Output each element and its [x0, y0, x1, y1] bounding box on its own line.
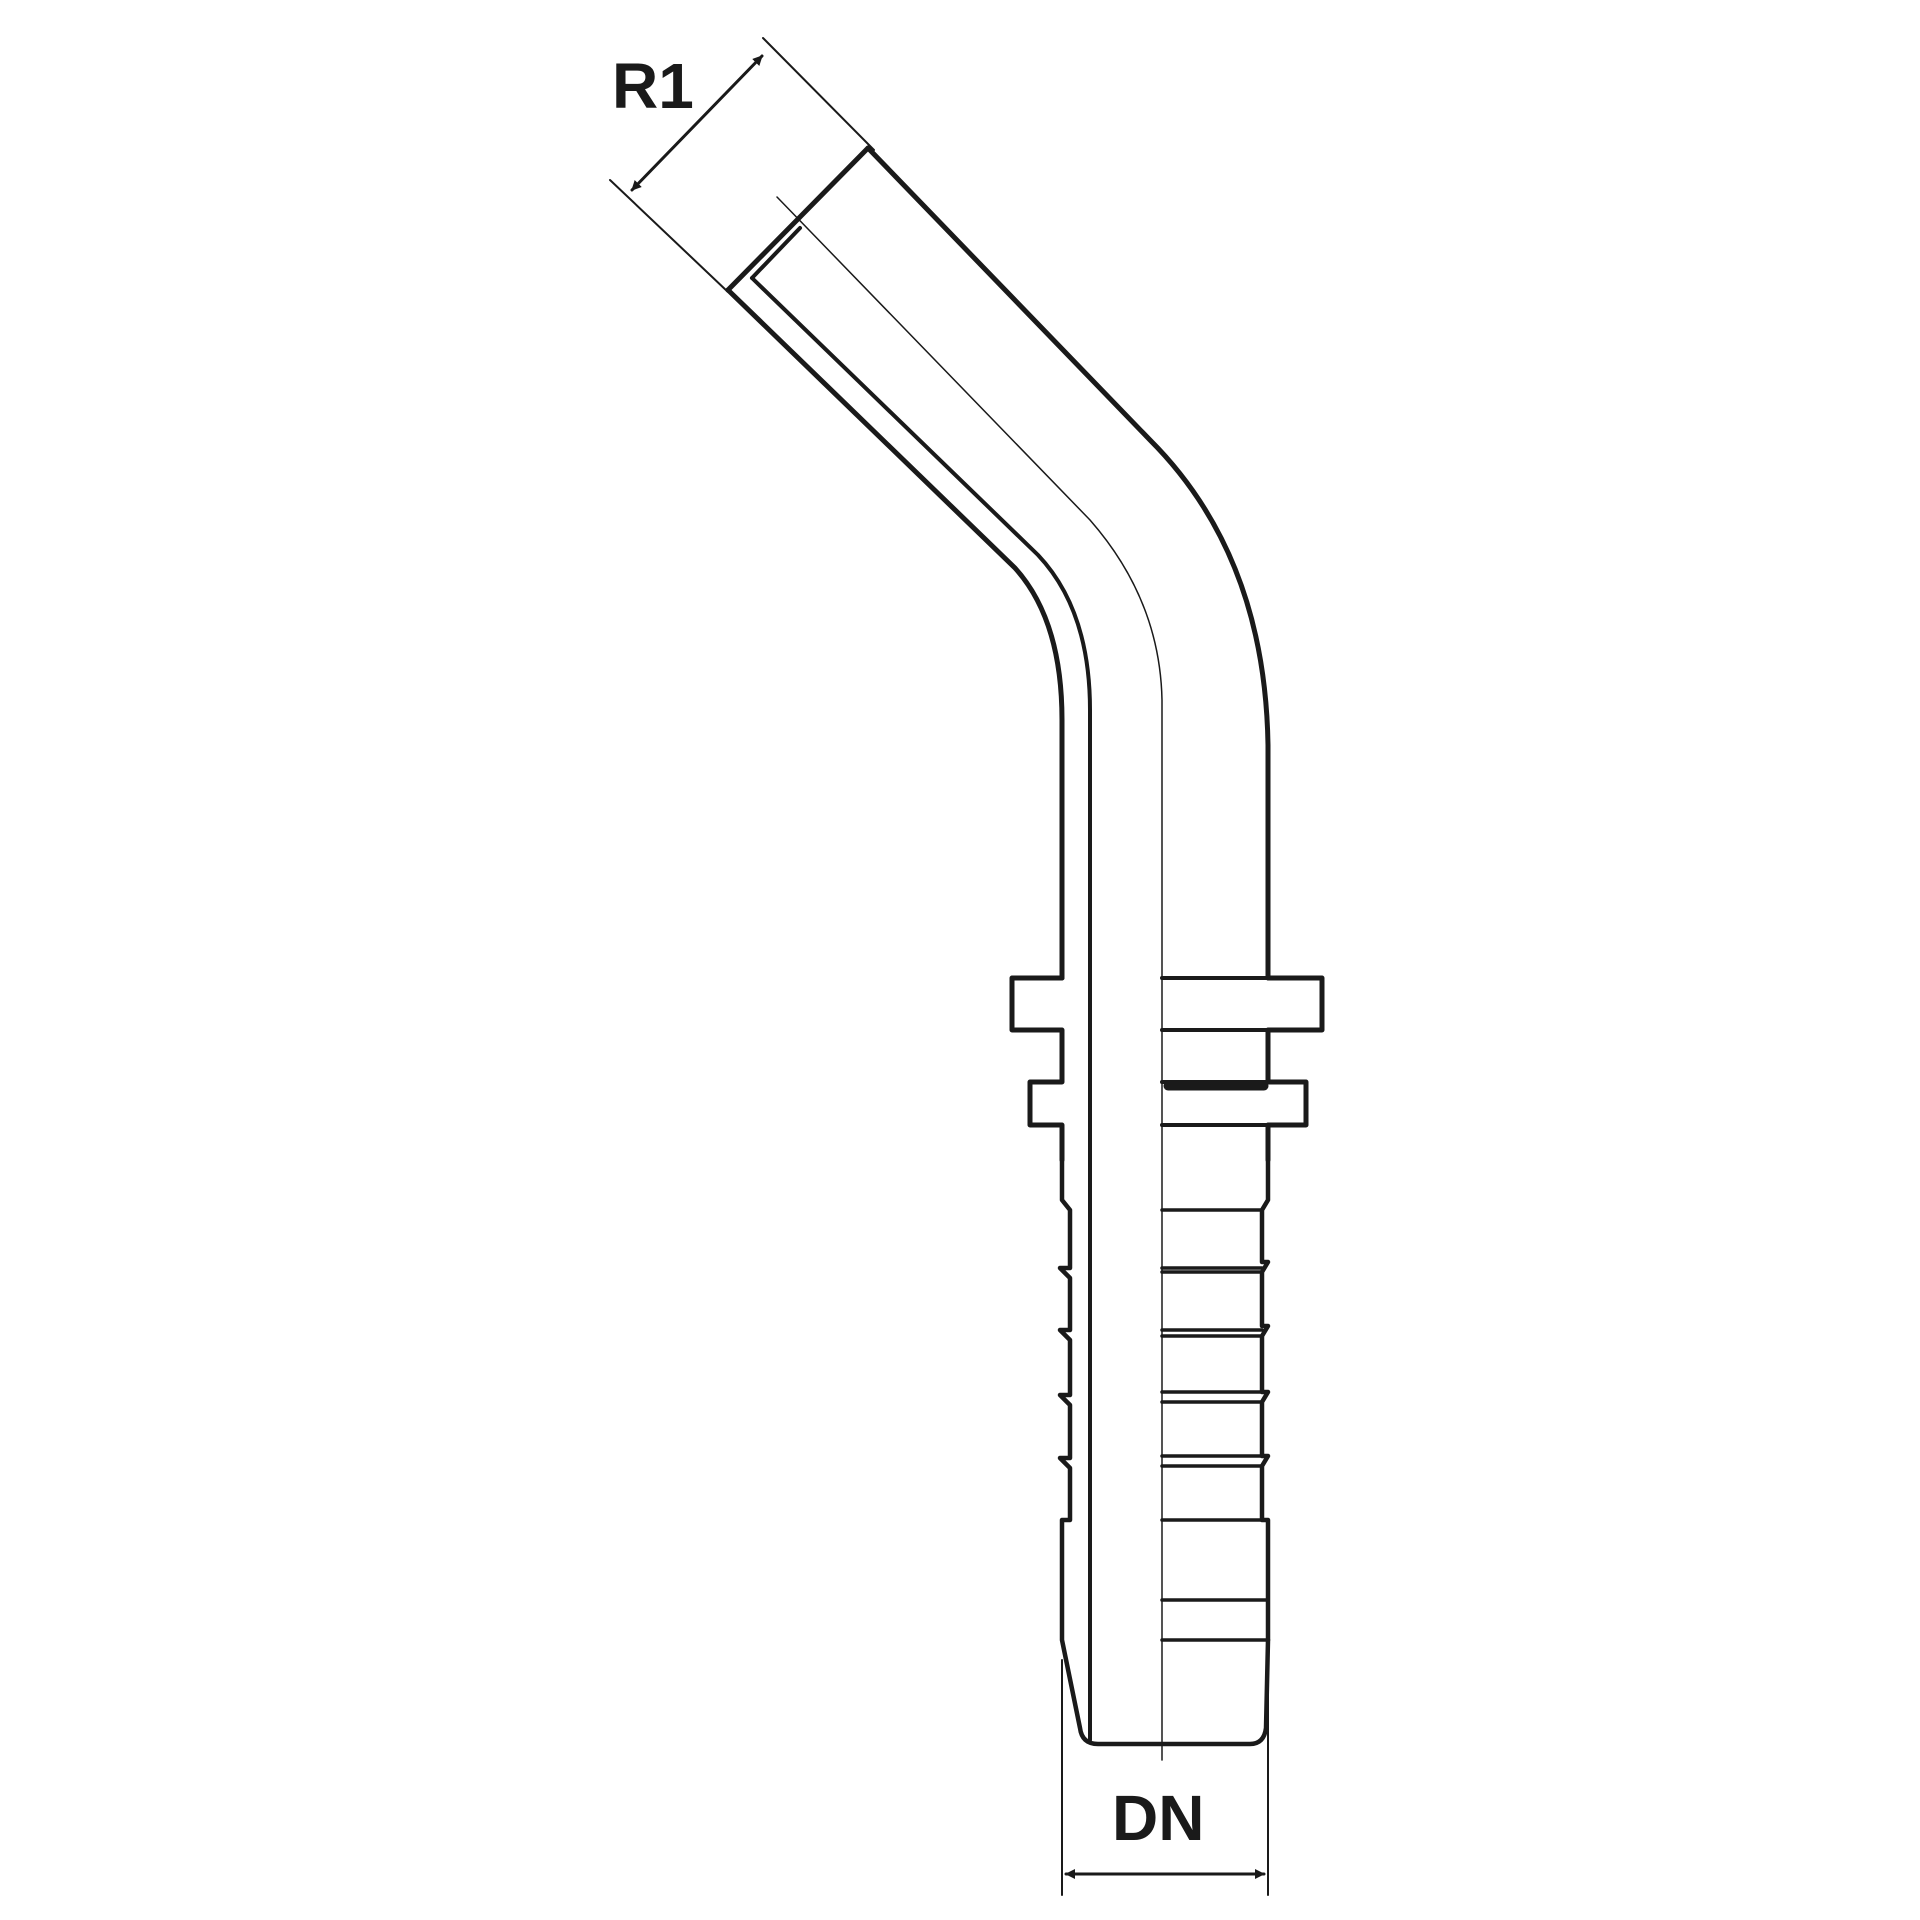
- pipe-outer-left-edge: [725, 287, 1065, 981]
- center-line: [776, 196, 1163, 1761]
- flange-collar: [1009, 975, 1065, 1163]
- r1-extension-line-outer: [762, 37, 875, 151]
- r1-label: R1: [612, 50, 694, 122]
- r1-dimension-arrow: [630, 54, 764, 192]
- flange-face-lines: [1160, 976, 1270, 1127]
- barb-profile-left: [1057, 1157, 1271, 1747]
- pipe-bore-line: [750, 276, 1092, 1742]
- flange-collar-right: [1265, 975, 1325, 1163]
- barb-profile-right: [1259, 1157, 1271, 1643]
- pipe-outer-right-edge: [865, 145, 1271, 981]
- pipe-end-chamfer: [750, 226, 802, 280]
- barb-rings: [1160, 1208, 1270, 1642]
- dn-label: DN: [1112, 1782, 1204, 1854]
- r1-extension-line-inner: [609, 179, 729, 293]
